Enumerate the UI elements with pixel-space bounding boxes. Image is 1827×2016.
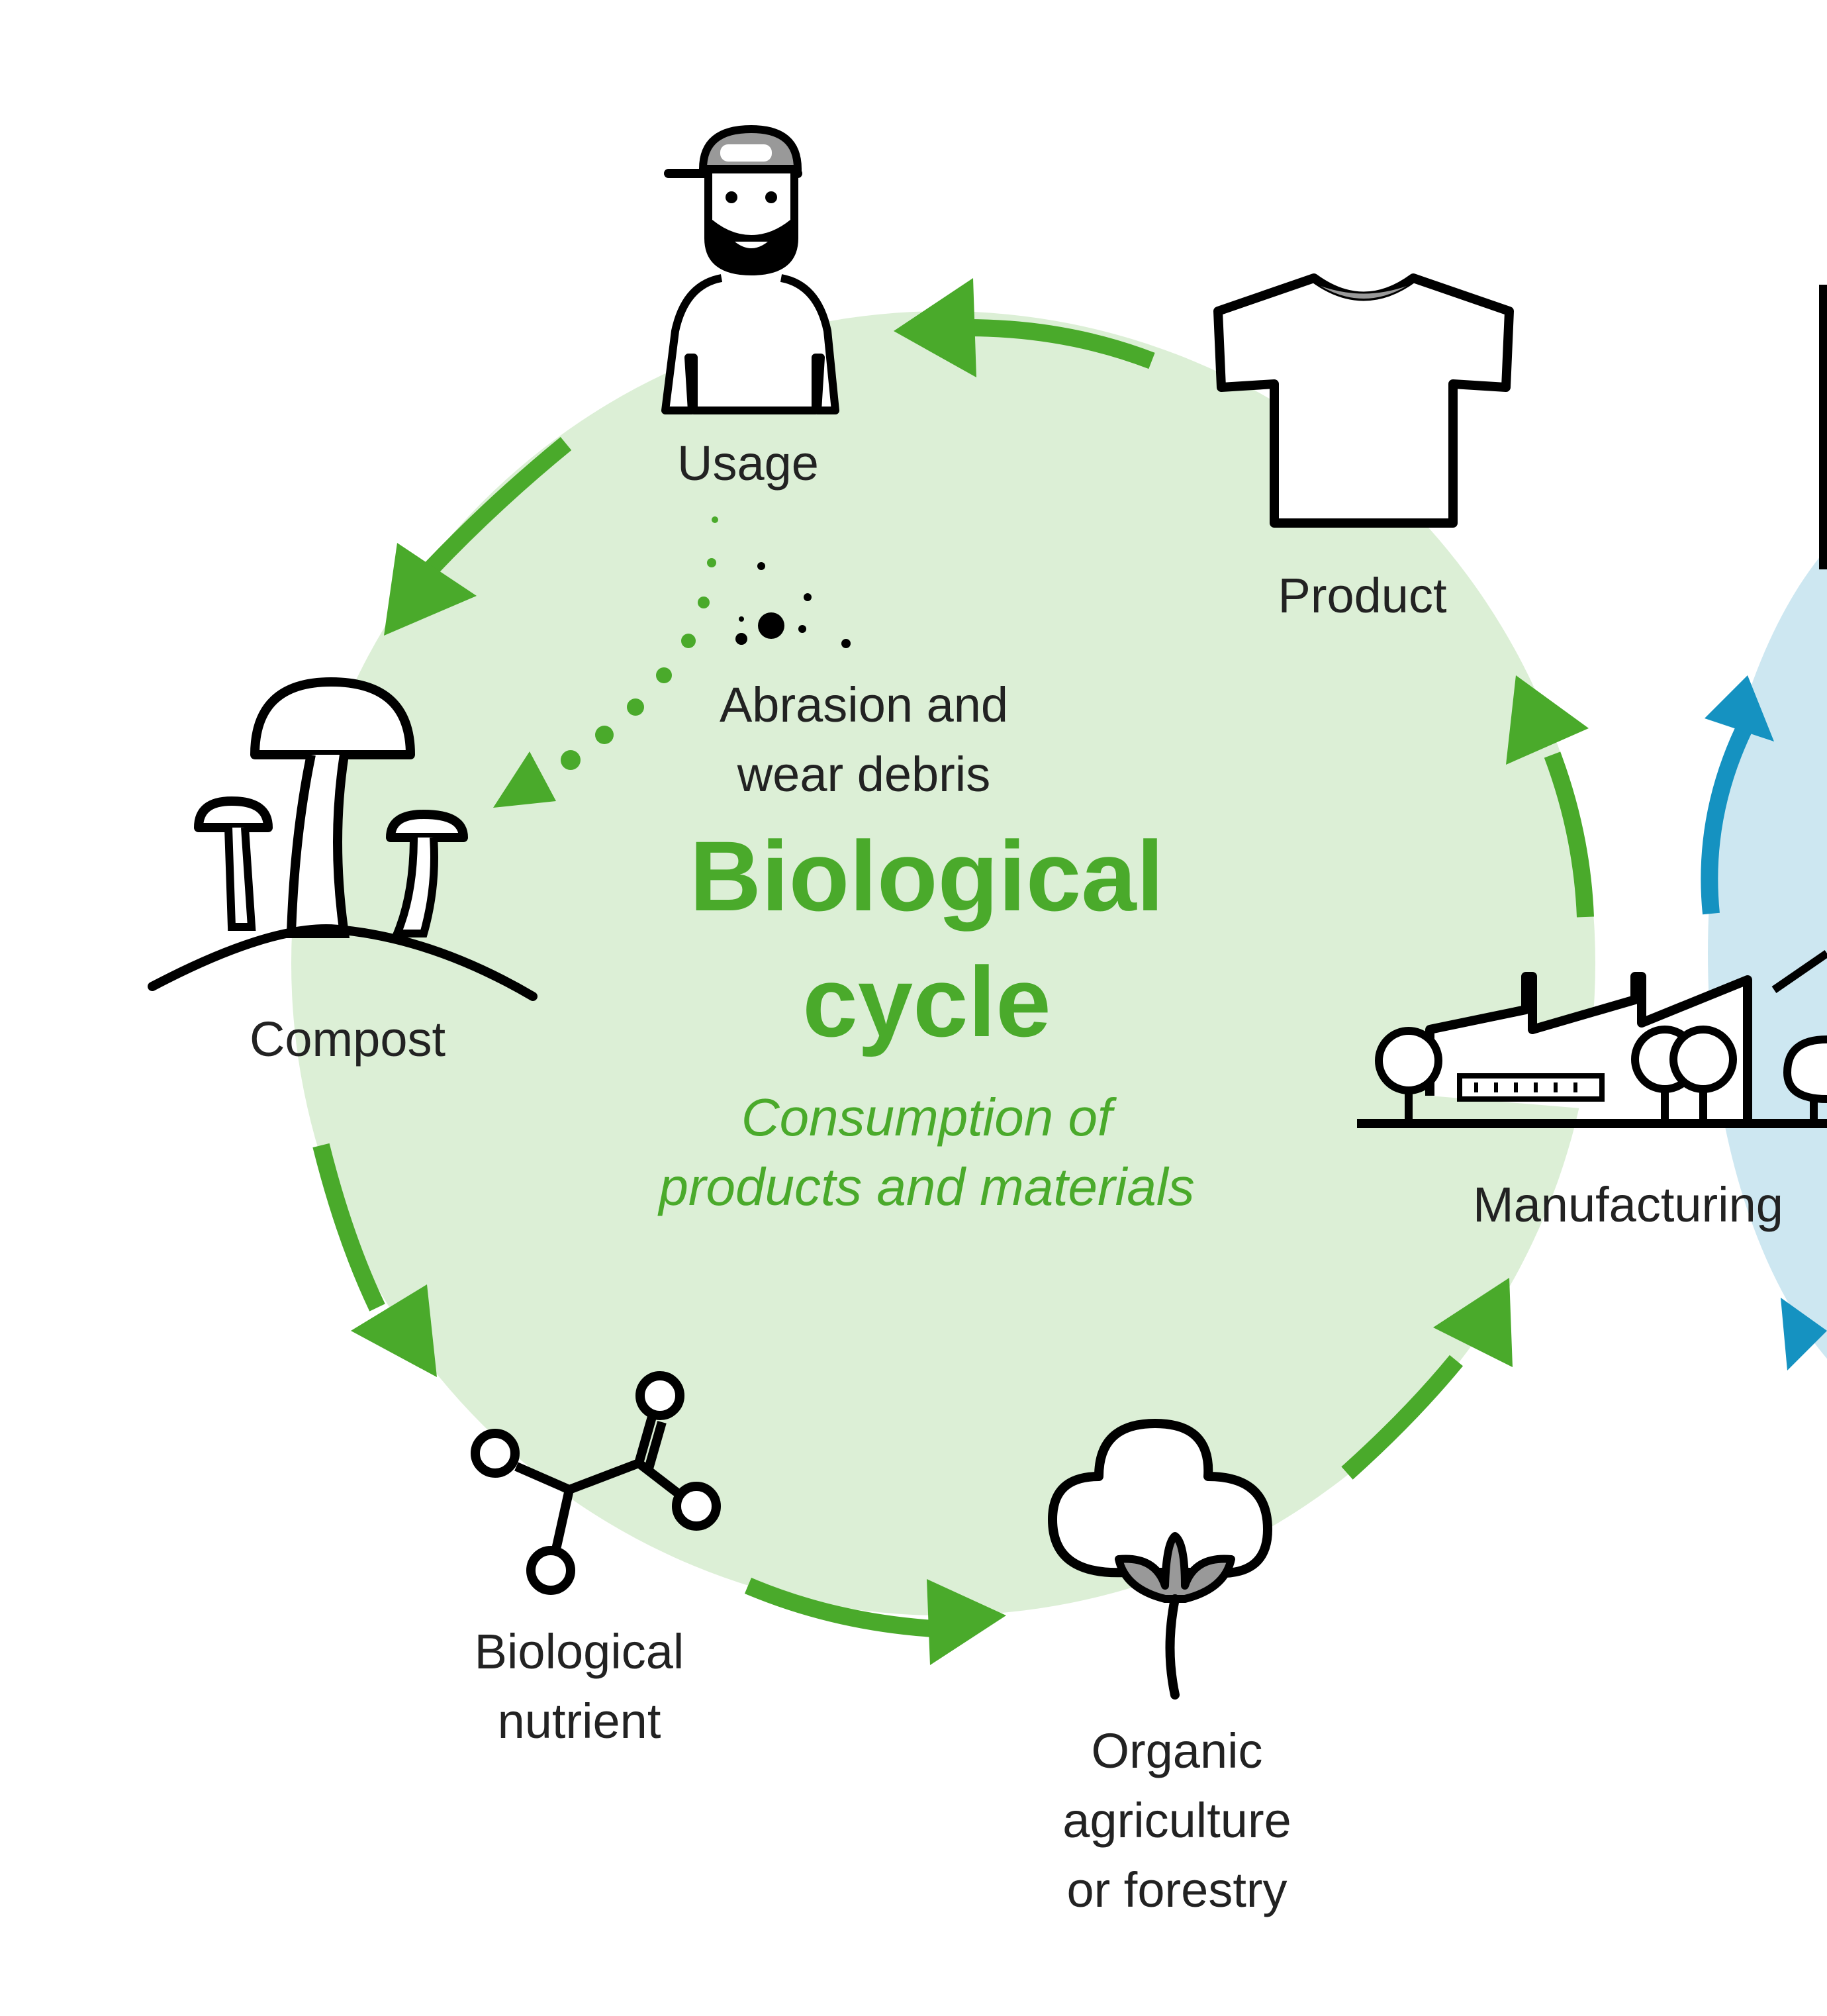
cotton-plant-icon xyxy=(1048,1419,1272,1700)
cycle-arrow-usage-to-compost xyxy=(384,436,572,636)
compost-label: Compost xyxy=(250,1012,446,1067)
abrasion-label-line2: wear debris xyxy=(737,747,991,802)
cycle-arrow-manufacturing-to-product xyxy=(1506,675,1594,918)
nutrient-label-line1: Biological xyxy=(475,1624,684,1679)
person-icon xyxy=(661,124,839,414)
cycle-title-line1: Biological xyxy=(690,820,1164,932)
technical-cycle-arrow-up xyxy=(1701,675,1774,915)
abrasion-label-line1: Abrasion and xyxy=(720,677,1008,732)
organic-label-line2: agriculture xyxy=(1062,1793,1291,1848)
cycle-subtitle-line2: products and materials xyxy=(657,1157,1194,1216)
cycle-arrow-organic-to-manufacturing xyxy=(1341,1278,1513,1480)
organic-label-line3: or forestry xyxy=(1066,1862,1287,1917)
cycle-subtitle-line1: Consumption of xyxy=(741,1088,1117,1147)
technical-cycle-bar xyxy=(1819,285,1827,569)
tshirt-icon xyxy=(1213,273,1514,528)
nutrient-label-line2: nutrient xyxy=(498,1694,661,1749)
manufacturing-label: Manufacturing xyxy=(1473,1177,1783,1232)
organic-label-line1: Organic xyxy=(1091,1723,1262,1778)
biological-cycle-area xyxy=(291,311,1595,1615)
technical-cycle-arrow-down xyxy=(1781,1298,1827,1370)
cycle-arrow-compost-to-nutrient xyxy=(312,1143,437,1377)
debris-dots-icon xyxy=(735,562,851,648)
cycle-title-line2: cycle xyxy=(802,946,1051,1057)
product-label: Product xyxy=(1278,568,1446,623)
usage-label: Usage xyxy=(677,436,819,491)
mushroom-icon xyxy=(148,677,538,1001)
technical-cycle-area xyxy=(1708,548,1827,1359)
factory-icon xyxy=(1357,950,1827,1128)
cycle-arrow-product-to-usage xyxy=(894,278,1155,377)
molecule-icon xyxy=(471,1371,721,1595)
abrasion-arrow xyxy=(493,516,718,808)
cycle-arrow-nutrient-to-organic xyxy=(744,1578,1006,1665)
